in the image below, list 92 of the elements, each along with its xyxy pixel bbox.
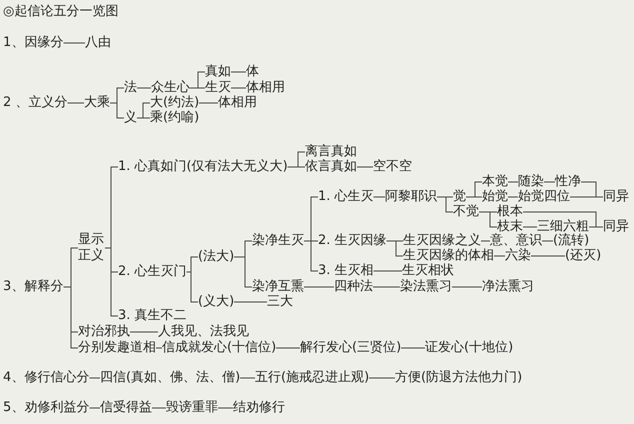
tree-node-label: 体相用: [218, 95, 257, 111]
connector-line: [304, 240, 318, 272]
tree-node-label: 同异: [603, 219, 629, 235]
tree-node-label: 毁谤重罪: [166, 400, 218, 416]
tree-node-label: 本觉: [482, 174, 508, 190]
tree-node-label: 空不空: [373, 159, 412, 175]
connector-line: [373, 196, 386, 198]
tree-node-label: (义大): [198, 294, 234, 310]
tree-node-label: 六染: [505, 248, 531, 264]
connector-line: [104, 248, 118, 316]
tree-node-label: 信成就发心(十信位): [162, 340, 276, 356]
tree-node-label: 解行发心(三贤位): [300, 340, 402, 356]
tree-node-label: 净法熏习: [482, 279, 534, 295]
tree-node-label: 信受得益: [100, 400, 152, 416]
diagram-title: ◎起信论五分一览图: [3, 4, 118, 20]
tree-node-label: 根本: [497, 204, 523, 220]
tree-node-label: 生灭相状: [402, 263, 454, 279]
tree-node-label: 法: [124, 80, 137, 96]
tree-node-label: 性净: [555, 174, 581, 190]
connector-line: [66, 102, 84, 104]
connector-line: [186, 272, 198, 302]
tree-node-label: 乘(约喻): [150, 110, 200, 126]
connector-line: [542, 240, 554, 242]
tree-node-label: 离言真如: [305, 144, 357, 160]
tree-node-label: 染净生灭: [252, 233, 304, 249]
tree-node-label: 觉: [453, 189, 466, 205]
connector-line: [570, 196, 604, 198]
connector-line: [436, 196, 454, 212]
tree-node-label: 众生心: [151, 80, 190, 96]
tree-node-label: 阿黎耶识: [385, 189, 437, 205]
tree-node-label: (法大): [198, 249, 234, 265]
tree-node-label: 大乘: [84, 95, 110, 111]
tree-node-label: 体: [246, 64, 259, 80]
tree-node-label: 2 、立义分: [3, 95, 68, 111]
tree-node-label: 始觉: [482, 189, 508, 205]
tree-node-label: 三大: [267, 294, 293, 310]
connector-line: [356, 166, 374, 168]
tree-node-label: 分别发趣道相: [78, 340, 156, 356]
connector-line: [480, 240, 490, 242]
connector-line: [62, 42, 86, 44]
connector-line: [508, 196, 518, 198]
tree-node-label: 5、劝修利益分: [3, 400, 90, 416]
tree-node-label: 2. 生灭因缘: [318, 233, 387, 249]
connector-line: [386, 240, 404, 256]
connector-line: [452, 286, 482, 288]
tree-node-label: 1. 心真如门(仅有法大无义大): [118, 159, 288, 175]
tree-node-label: 生灭: [205, 80, 231, 96]
tree-node-label: 生灭因缘之义: [403, 233, 481, 249]
tree-node-label: 义: [124, 110, 137, 126]
tree-node-label: 四信(真如、佛、法、僧): [100, 370, 240, 386]
tree-node-label: 意、意识: [490, 233, 542, 249]
tree-node-label: 3. 生灭相: [318, 263, 374, 279]
tree-node-label: 生灭因缘的体相: [403, 248, 494, 264]
connector-line: [304, 286, 334, 288]
tree-node-label: 随染: [518, 174, 544, 190]
connector-line: [198, 102, 218, 104]
tree-node-label: 八由: [85, 35, 111, 51]
connector-line: [478, 212, 498, 228]
tree-node-label: 人我见、法我见: [158, 324, 249, 340]
tree-node-label: 1. 心生灭: [318, 189, 374, 205]
tree-node-label: 体相用: [246, 80, 285, 96]
connector-line: [62, 286, 78, 348]
tree-node-label: 同异: [603, 189, 629, 205]
tree-node-label: 真如: [205, 64, 231, 80]
tree-node-label: (流转): [553, 233, 590, 249]
connector-line: [110, 102, 124, 118]
connector-line: [287, 166, 306, 168]
tree-node-label: 对治邪执: [78, 324, 130, 340]
connector-line: [588, 226, 604, 228]
connector-line: [466, 196, 482, 198]
tree-node-label: 证发心(十地位): [425, 340, 514, 356]
tree-node-label: (还灭): [565, 248, 602, 264]
tree-node-label: 结劝修行: [233, 400, 285, 416]
tree-node-label: 始觉四位: [518, 189, 570, 205]
tree-node-label: 不觉: [453, 204, 479, 220]
tree-node-label: 四种法: [334, 279, 373, 295]
tree-node-label: 4、修行信心分: [3, 370, 90, 386]
tree-node-label: 染法熏习: [400, 279, 452, 295]
tree-node-label: 依言真如: [305, 159, 357, 175]
tree-node-label: 1、因缘分: [3, 35, 64, 51]
tree-node-label: 2. 心生灭门: [118, 264, 187, 280]
tree-node-label: 3. 真生不二: [118, 308, 187, 324]
connector-line: [373, 270, 402, 272]
connector-line: [372, 286, 400, 288]
tree-node-label: 方便(防退方法他力门): [395, 370, 522, 386]
tree-node-label: 染净互熏: [252, 279, 304, 295]
tree-node-label: 3、解释分: [3, 279, 64, 295]
tree-node-label: 显示正义: [78, 232, 105, 264]
tree-node-label: 大(约法): [150, 95, 200, 111]
tree-node-label: 五行(施戒忍进止观): [255, 370, 370, 386]
connector-line: [234, 256, 252, 288]
connector-line: [522, 226, 538, 228]
